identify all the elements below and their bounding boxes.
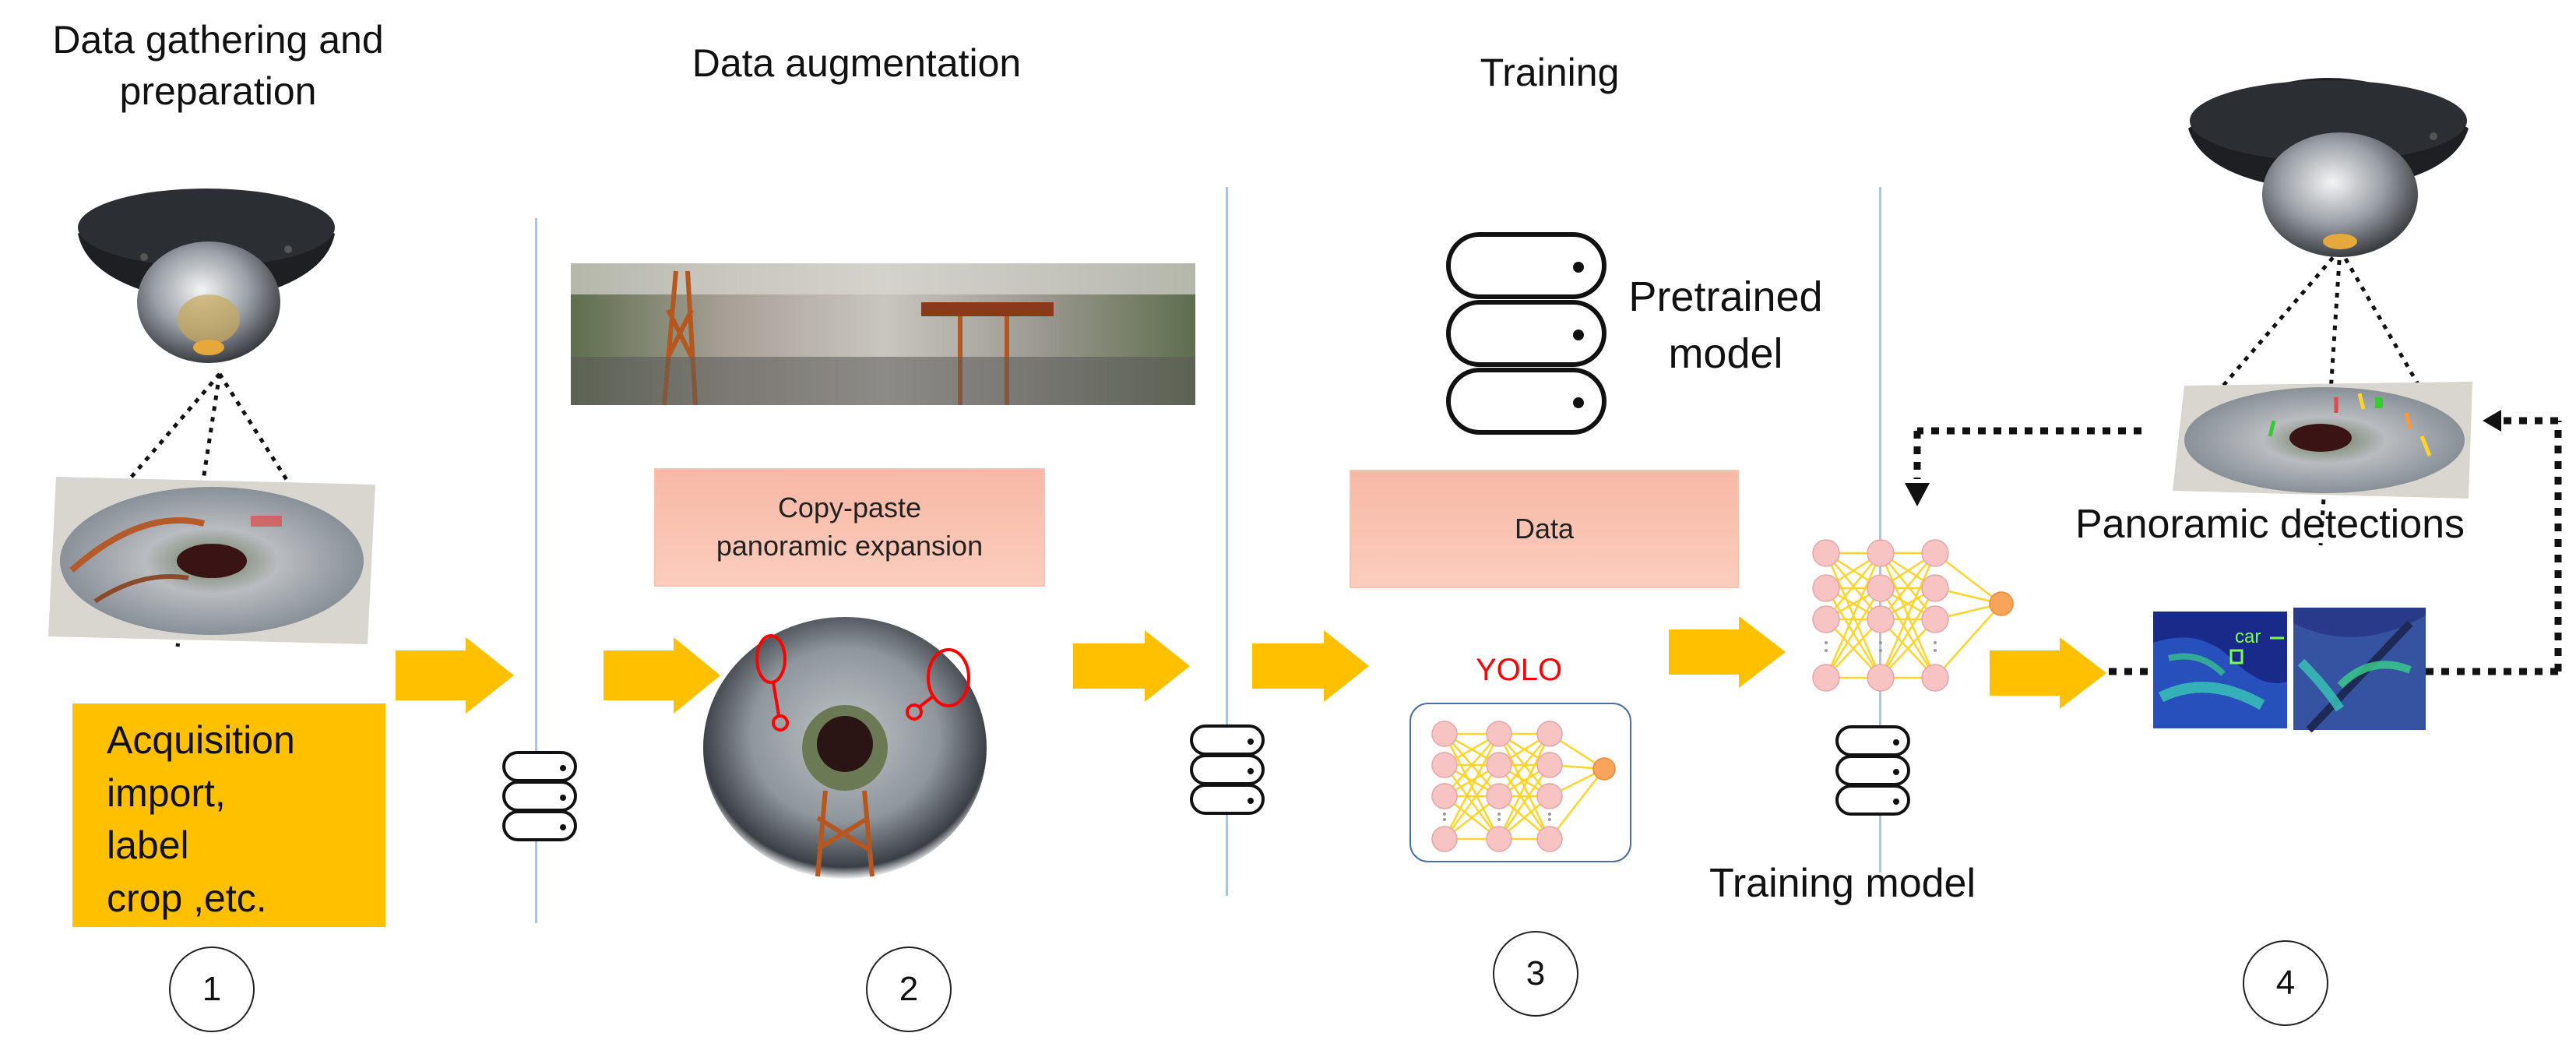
database-icon-2 bbox=[1190, 724, 1265, 815]
arrow-6 bbox=[1990, 637, 2106, 709]
pretrained-line2: model bbox=[1668, 330, 1783, 377]
step-number-4: 4 bbox=[2243, 940, 2328, 1026]
arrow-2 bbox=[604, 637, 720, 714]
detection-heatmap-2 bbox=[2293, 608, 2426, 733]
arrowhead-left-loop bbox=[1905, 483, 1930, 506]
step-number-3: 3 bbox=[1493, 931, 1578, 1017]
database-icon-3 bbox=[1835, 725, 1910, 816]
detection-heatmap-1: car bbox=[2153, 612, 2287, 728]
divider-1 bbox=[535, 218, 537, 923]
yolo-network-diagram bbox=[1431, 721, 1616, 852]
copy-paste-line1: Copy-paste bbox=[777, 492, 922, 524]
arrow-5 bbox=[1669, 616, 1786, 688]
pretrained-database-icon bbox=[1446, 232, 1606, 435]
divider-3 bbox=[1879, 187, 1881, 872]
stage2-title: Data augmentation bbox=[692, 41, 1022, 85]
step-number-1: 1 bbox=[169, 947, 255, 1032]
stage1-task-line2: import, bbox=[107, 770, 226, 815]
stage1-title-line2: preparation bbox=[119, 69, 317, 113]
augmented-fisheye-image bbox=[703, 617, 987, 879]
pretrained-line1: Pretrained bbox=[1628, 273, 1823, 320]
stage1-task-line3: label bbox=[107, 823, 189, 867]
panorama-strip-image bbox=[571, 263, 1195, 406]
arrowhead-right-loop bbox=[2483, 410, 2501, 432]
stage1-title-line1: Data gathering and bbox=[52, 18, 384, 62]
data-box: Data bbox=[1350, 470, 1739, 588]
fisheye-camera-icon bbox=[78, 189, 335, 363]
arrow-3 bbox=[1073, 630, 1190, 702]
training-model-network bbox=[1812, 539, 2014, 692]
fisheye-image bbox=[48, 477, 375, 644]
detection-fisheye-image bbox=[2173, 382, 2472, 499]
stage1-task-line1: Acquisition bbox=[107, 718, 295, 762]
stage1-title: Data gathering and preparation bbox=[0, 14, 436, 117]
pretrained-model-label: Pretrained model bbox=[1609, 269, 1842, 382]
fisheye-camera-icon-2 bbox=[2188, 78, 2469, 257]
detection-tag-text: car bbox=[2235, 626, 2261, 647]
stage1-task-line4: crop ,etc. bbox=[107, 876, 267, 920]
copy-paste-line2: panoramic expansion bbox=[716, 530, 984, 562]
arrow-1 bbox=[396, 637, 514, 714]
divider-2 bbox=[1226, 187, 1228, 896]
panoramic-detections-label: Panoramic detections bbox=[2075, 502, 2465, 547]
copy-paste-box: Copy-paste panoramic expansion bbox=[654, 468, 1045, 587]
arrow-4 bbox=[1252, 630, 1369, 702]
yolo-label: YOLO bbox=[1476, 653, 1563, 687]
step-number-2: 2 bbox=[866, 947, 952, 1032]
training-model-label: Training model bbox=[1709, 861, 1976, 906]
stage3-title: Training bbox=[1480, 51, 1620, 94]
database-icon-1 bbox=[502, 751, 577, 841]
stage1-task-box: Acquisition import, label crop ,etc. bbox=[72, 703, 385, 927]
